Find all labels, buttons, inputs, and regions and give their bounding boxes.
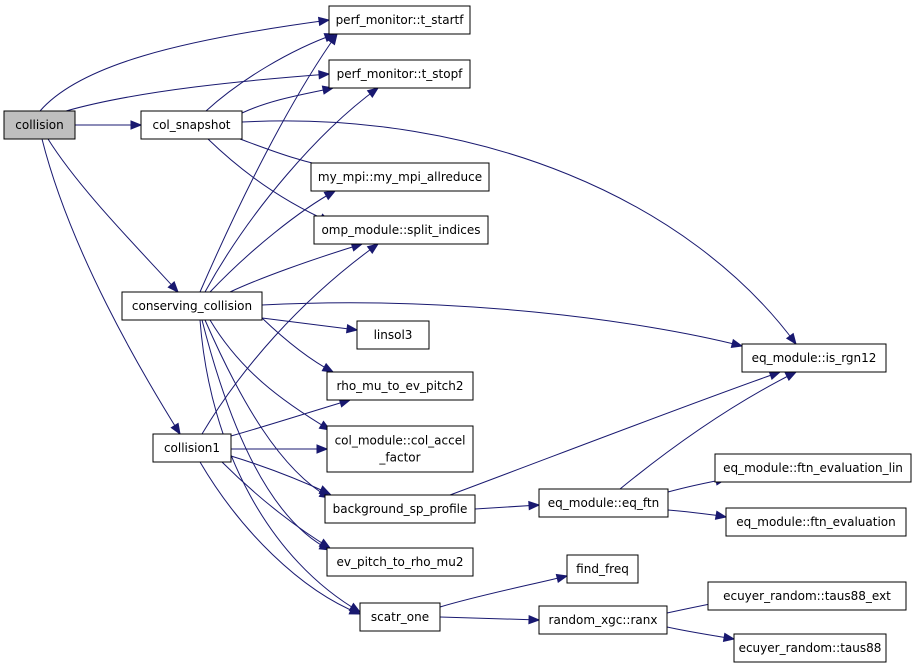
node-label: perf_monitor::t_stopf bbox=[337, 67, 464, 81]
arrowhead-icon bbox=[316, 444, 329, 454]
arrowhead-icon bbox=[528, 500, 541, 511]
node-label: random_xgc::ranx bbox=[549, 613, 658, 627]
node-ftn_evaluation_lin[interactable]: eq_module::ftn_evaluation_lin bbox=[714, 453, 912, 483]
node-label: ecuyer_random::taus88_ext bbox=[723, 589, 891, 603]
node-label: collision1 bbox=[164, 441, 220, 455]
edge-conserving_collision-to-col_accel_factor bbox=[209, 319, 332, 431]
node-col_snapshot[interactable]: col_snapshot bbox=[140, 110, 243, 140]
edge-conserving_collision-to-is_rgn12 bbox=[261, 302, 744, 349]
arrowhead-icon bbox=[722, 632, 736, 642]
node-label: conserving_collision bbox=[132, 299, 252, 313]
edge-col_snapshot-to-t_startf bbox=[205, 33, 337, 112]
node-find_freq[interactable]: find_freq bbox=[566, 554, 639, 584]
node-taus88[interactable]: ecuyer_random::taus88 bbox=[733, 633, 887, 663]
node-label: ev_pitch_to_rho_mu2 bbox=[337, 555, 464, 569]
edge-collision1-to-ev_pitch_to_rho_mu2 bbox=[221, 461, 332, 549]
node-label: scatr_one bbox=[371, 610, 429, 624]
node-rho_mu_to_ev_pitch2[interactable]: rho_mu_to_ev_pitch2 bbox=[326, 371, 474, 401]
node-label: eq_module::is_rgn12 bbox=[752, 351, 877, 365]
arrowhead-icon bbox=[528, 614, 541, 625]
arrowhead-icon bbox=[318, 538, 332, 549]
node-taus88_ext[interactable]: ecuyer_random::taus88_ext bbox=[707, 581, 907, 611]
edge-collision1-to-split_indices bbox=[201, 243, 380, 435]
node-label: eq_module::ftn_evaluation bbox=[736, 515, 896, 529]
node-linsol3[interactable]: linsol3 bbox=[356, 320, 430, 350]
node-label: collision bbox=[15, 118, 63, 132]
node-collision[interactable]: collision bbox=[3, 110, 76, 140]
node-label: col_snapshot bbox=[152, 118, 230, 132]
arrowhead-icon bbox=[170, 422, 181, 436]
edge-conserving_collision-to-my_mpi_allreduce bbox=[209, 190, 337, 293]
node-split_indices[interactable]: omp_module::split_indices bbox=[313, 215, 489, 245]
arrowhead-icon bbox=[317, 16, 331, 27]
node-label: linsol3 bbox=[374, 328, 413, 342]
arrowhead-icon bbox=[318, 485, 332, 495]
edge-conserving_collision-to-linsol3 bbox=[261, 317, 359, 334]
node-eq_ftn[interactable]: eq_module::eq_ftn bbox=[538, 488, 669, 518]
edge-collision-to-col_snapshot bbox=[75, 120, 143, 130]
arrowhead-icon bbox=[784, 371, 798, 381]
node-label: _factor bbox=[378, 451, 420, 465]
edge-collision-to-collision1 bbox=[41, 138, 181, 436]
arrowhead-icon bbox=[167, 281, 179, 293]
edge-eq_ftn-to-is_rgn12 bbox=[619, 371, 798, 490]
edge-conserving_collision-to-t_startf bbox=[199, 32, 338, 293]
edge-conserving_collision-to-split_indices bbox=[229, 242, 364, 293]
edge-col_snapshot-to-is_rgn12 bbox=[241, 120, 797, 346]
node-label: ecuyer_random::taus88 bbox=[739, 641, 882, 655]
node-is_rgn12[interactable]: eq_module::is_rgn12 bbox=[741, 343, 887, 373]
arrowhead-icon bbox=[130, 120, 143, 130]
arrowhead-icon bbox=[327, 32, 338, 46]
arrowhead-icon bbox=[366, 87, 380, 99]
arrowhead-icon bbox=[714, 510, 728, 520]
arrowhead-icon bbox=[321, 362, 335, 373]
node-conserving_collision[interactable]: conserving_collision bbox=[121, 291, 263, 321]
edge-collision-to-t_startf bbox=[39, 16, 331, 112]
node-collision1[interactable]: collision1 bbox=[152, 433, 232, 463]
edge-eq_ftn-to-ftn_evaluation bbox=[667, 509, 728, 520]
arrowhead-icon bbox=[348, 605, 362, 615]
node-col_accel_factor[interactable]: col_module::col_accel_factor bbox=[326, 425, 474, 473]
node-ev_pitch_to_rho_mu2[interactable]: ev_pitch_to_rho_mu2 bbox=[326, 547, 474, 577]
arrowhead-icon bbox=[730, 338, 744, 349]
edge-ranx-to-taus88 bbox=[666, 626, 736, 642]
node-label: eq_module::eq_ftn bbox=[548, 496, 659, 510]
edge-collision-to-conserving_collision bbox=[47, 138, 179, 293]
edge-collision1-to-rho_mu_to_ev_pitch2 bbox=[230, 398, 352, 437]
node-label: perf_monitor::t_startf bbox=[336, 13, 465, 27]
arrowhead-icon bbox=[555, 573, 569, 584]
arrowhead-icon bbox=[366, 243, 380, 255]
edge-conserving_collision-to-background_sp_profile bbox=[204, 319, 332, 499]
arrowhead-icon bbox=[345, 323, 359, 334]
node-label: background_sp_profile bbox=[333, 502, 468, 516]
node-label: rho_mu_to_ev_pitch2 bbox=[337, 379, 464, 393]
arrowhead-icon bbox=[768, 371, 782, 380]
edge-collision-to-t_stopf bbox=[65, 70, 331, 112]
edge-col_snapshot-to-t_stopf bbox=[241, 85, 335, 114]
edge-collision1-to-col_accel_factor bbox=[231, 444, 329, 454]
edge-collision1-to-scatr_one bbox=[199, 461, 362, 615]
edge-background_sp_profile-to-eq_ftn bbox=[474, 500, 541, 511]
node-scatr_one[interactable]: scatr_one bbox=[359, 602, 441, 632]
node-label: omp_module::split_indices bbox=[321, 223, 480, 237]
node-ranx[interactable]: random_xgc::ranx bbox=[538, 605, 668, 635]
node-my_mpi_allreduce[interactable]: my_mpi::my_mpi_allreduce bbox=[310, 162, 490, 192]
edge-collision1-to-background_sp_profile bbox=[230, 455, 332, 495]
edge-conserving_collision-to-t_stopf bbox=[204, 87, 380, 293]
node-label: eq_module::ftn_evaluation_lin bbox=[723, 461, 903, 475]
node-label: find_freq bbox=[576, 562, 629, 576]
node-background_sp_profile[interactable]: background_sp_profile bbox=[324, 494, 476, 524]
arrowhead-icon bbox=[323, 190, 337, 201]
arrowhead-icon bbox=[318, 70, 331, 80]
node-label: col_module::col_accel bbox=[335, 434, 466, 448]
arrowhead-icon bbox=[785, 332, 797, 346]
node-t_startf[interactable]: perf_monitor::t_startf bbox=[328, 5, 471, 35]
node-ftn_evaluation[interactable]: eq_module::ftn_evaluation bbox=[725, 507, 907, 537]
edge-scatr_one-to-find_freq bbox=[439, 573, 569, 608]
edge-conserving_collision-to-rho_mu_to_ev_pitch2 bbox=[261, 317, 335, 373]
edge-scatr_one-to-ranx bbox=[439, 614, 541, 625]
node-t_stopf[interactable]: perf_monitor::t_stopf bbox=[328, 59, 471, 89]
node-label: my_mpi::my_mpi_allreduce bbox=[318, 170, 482, 184]
